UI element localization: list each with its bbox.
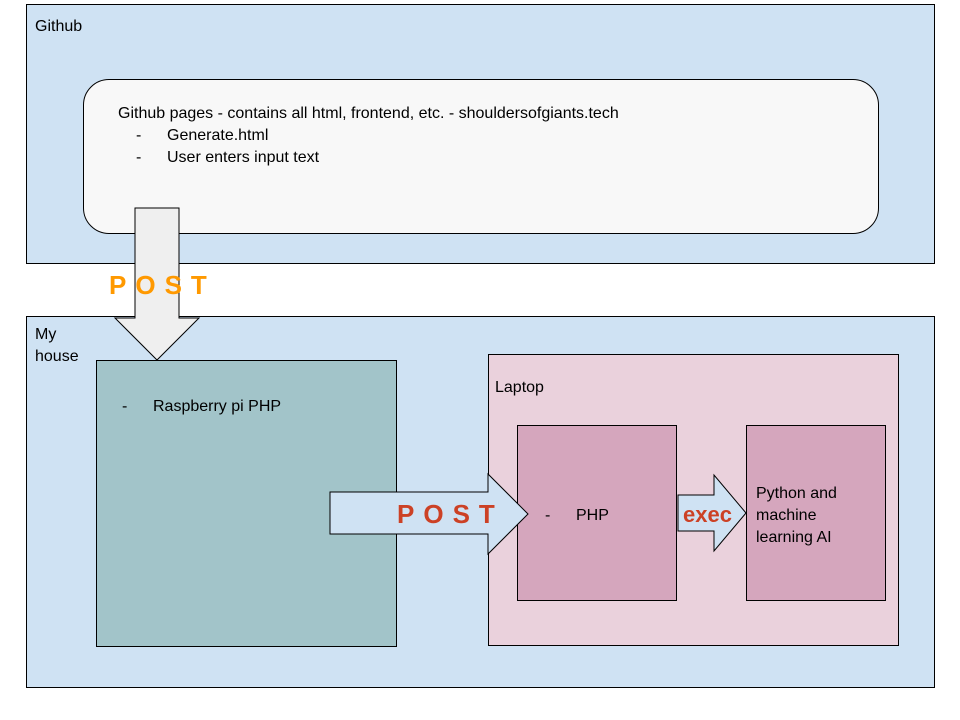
php-box [517,425,677,601]
post-label-middle: POST [397,499,504,529]
github-label: Github [35,18,83,35]
bullet-dash: - [545,507,551,524]
my-house-label: My house [35,326,79,365]
bullet-dash: - [136,149,142,166]
exec-right-arrow [677,473,747,553]
github-pages-item-generate: Generate.html [167,127,269,144]
python-ai-label: Python and machine learning AI [756,485,837,546]
php-label: PHP [576,507,609,524]
github-pages-box [83,79,879,234]
github-pages-title: Github pages - contains all html, fronte… [118,105,619,122]
bullet-dash: - [136,127,142,144]
post-label-top: POST [109,270,216,300]
exec-label: exec [683,502,732,527]
github-pages-item-user-input: User enters input text [167,149,320,166]
raspberry-pi-label: Raspberry pi PHP [153,398,282,415]
post-down-arrow [113,207,201,361]
python-ai-box [746,425,886,601]
bullet-dash: - [122,398,128,415]
laptop-label: Laptop [495,379,544,396]
post-right-arrow [329,472,529,556]
